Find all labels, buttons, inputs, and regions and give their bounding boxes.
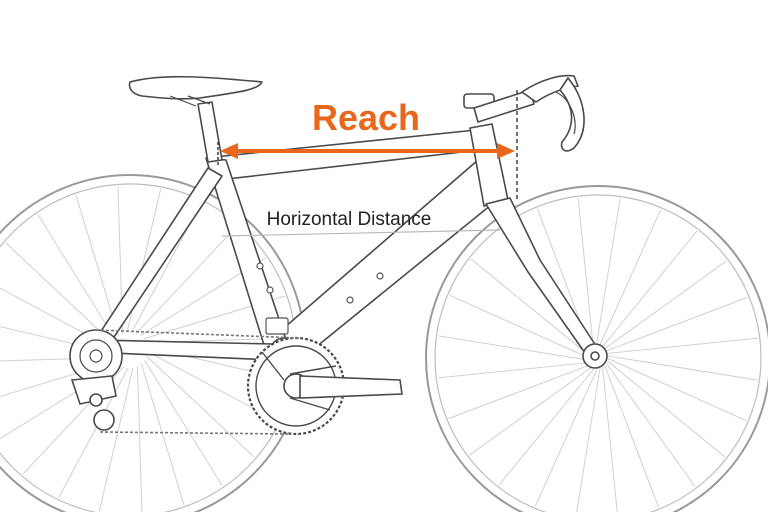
spoke	[498, 367, 596, 486]
reach-label: Reach	[312, 97, 420, 138]
frame-details	[256, 262, 384, 335]
drivetrain	[69, 329, 403, 436]
spoke	[605, 297, 748, 352]
spoke	[576, 367, 601, 512]
spoke	[603, 260, 727, 351]
chain	[95, 329, 301, 435]
spoke	[146, 356, 255, 458]
spoke	[448, 364, 591, 419]
horizontal-distance-label: Horizontal Distance	[267, 209, 432, 230]
handlebar-drop	[559, 77, 585, 152]
reach-arrow-right-icon	[497, 143, 515, 159]
spoke	[5, 242, 114, 344]
spoke	[144, 360, 223, 486]
spoke	[607, 355, 758, 381]
seat-stay	[89, 167, 223, 353]
seatpost-saddle	[128, 75, 263, 163]
horizontal-distance-line	[221, 229, 501, 237]
rear-derailleur	[70, 375, 117, 431]
crank-arm	[299, 375, 403, 399]
spoke	[75, 194, 120, 337]
front-derailleur	[265, 317, 289, 335]
spoke	[449, 294, 589, 358]
saddle	[128, 75, 263, 100]
spoke	[438, 362, 590, 379]
spoke	[602, 366, 618, 512]
reach-arrow-left-icon	[220, 143, 238, 159]
spoke	[595, 198, 621, 349]
spoke	[604, 365, 659, 508]
spoke	[606, 337, 758, 354]
front-hub	[582, 343, 608, 369]
reach-measurement	[217, 90, 518, 200]
spoke	[469, 365, 593, 456]
spoke	[534, 367, 598, 507]
spoke	[607, 360, 726, 458]
spoke	[58, 367, 129, 498]
spoke	[37, 214, 116, 340]
spoke	[577, 198, 594, 350]
spoke	[140, 363, 185, 506]
spoke	[600, 230, 698, 349]
stem-handlebar	[463, 74, 585, 152]
frame	[87, 123, 601, 367]
brake-lever	[555, 91, 576, 135]
spoke	[438, 335, 589, 361]
spoke	[98, 367, 134, 512]
spoke	[470, 258, 589, 356]
stem	[473, 89, 535, 123]
spoke	[598, 209, 662, 349]
spoke	[136, 366, 143, 512]
spoke	[605, 363, 696, 487]
spoke	[136, 225, 238, 334]
spoke	[607, 358, 747, 422]
handlebar-tops	[521, 74, 579, 103]
